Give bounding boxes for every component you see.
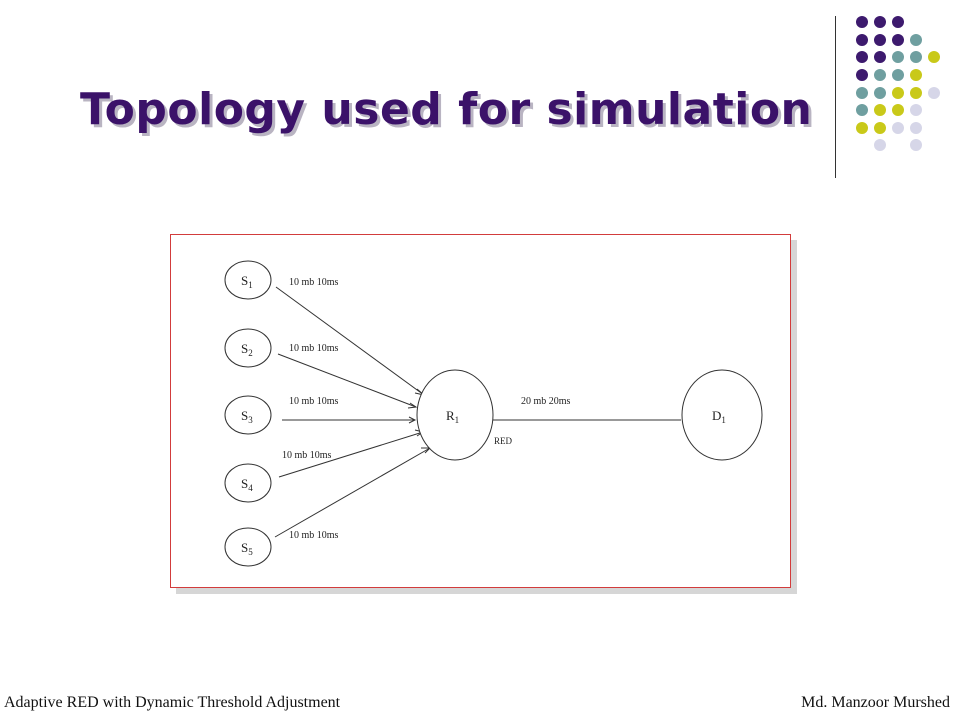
topology-diagram: S1 S2 S3 S4 S5 R1 D1 10 mb 10ms 10 mb 10… — [224, 260, 763, 567]
arrowhead — [408, 416, 417, 424]
link-label-s5: 10 mb 10ms — [289, 530, 339, 541]
node-r1-label: R1 — [446, 408, 459, 425]
dot — [910, 69, 922, 81]
dot — [910, 139, 922, 151]
link-label-r1-d1: 20 mb 20ms — [521, 396, 571, 407]
dot — [874, 16, 886, 28]
dot — [928, 87, 940, 99]
link-s4-r1 — [278, 431, 424, 478]
queue-label: RED — [494, 436, 513, 446]
dot — [892, 122, 904, 134]
dot — [874, 139, 886, 151]
link-label-s4: 10 mb 10ms — [282, 450, 332, 461]
node-s4 — [224, 463, 272, 503]
dot — [892, 16, 904, 28]
dot — [892, 34, 904, 46]
decorative-dot-grid — [856, 16, 940, 151]
dot — [892, 69, 904, 81]
link-s2-r1 — [277, 353, 417, 408]
dot — [910, 51, 922, 63]
dot — [874, 104, 886, 116]
node-s5-label: S5 — [241, 540, 253, 557]
dot — [856, 16, 868, 28]
dot — [874, 122, 886, 134]
link-label-s2: 10 mb 10ms — [289, 343, 339, 354]
dot — [892, 87, 904, 99]
dot — [892, 104, 904, 116]
dot — [892, 51, 904, 63]
dot — [856, 69, 868, 81]
footer-author: Md. Manzoor Murshed — [801, 694, 950, 711]
dot — [856, 51, 868, 63]
title-divider — [835, 16, 836, 178]
footer-presentation-title: Adaptive RED with Dynamic Threshold Adju… — [4, 694, 341, 711]
node-s2 — [224, 328, 272, 368]
link-s1-r1 — [275, 286, 425, 396]
arrowhead — [407, 402, 418, 409]
node-s3-label: S3 — [241, 408, 253, 425]
node-s1-label: S1 — [241, 273, 253, 290]
dot — [856, 104, 868, 116]
node-r1 — [416, 369, 494, 461]
dot — [856, 34, 868, 46]
node-s3 — [224, 395, 272, 435]
dot — [910, 87, 922, 99]
dot — [856, 122, 868, 134]
dot — [910, 104, 922, 116]
link-label-s3: 10 mb 10ms — [289, 396, 339, 407]
slide-title: Topology used for simulation — [80, 84, 813, 135]
node-s1 — [224, 260, 272, 300]
dot — [856, 87, 868, 99]
link-s5-r1 — [274, 447, 431, 538]
dot — [910, 34, 922, 46]
node-s5 — [224, 527, 272, 567]
dot — [874, 34, 886, 46]
topology-figure: S1 S2 S3 S4 S5 R1 D1 10 mb 10ms 10 mb 10… — [170, 234, 791, 588]
link-label-s1: 10 mb 10ms — [289, 277, 339, 288]
dot — [874, 51, 886, 63]
node-d1 — [681, 369, 763, 461]
dot — [874, 69, 886, 81]
dot — [910, 122, 922, 134]
dot — [928, 51, 940, 63]
node-s2-label: S2 — [241, 341, 253, 358]
node-d1-label: D1 — [712, 408, 726, 425]
dot — [874, 87, 886, 99]
node-s4-label: S4 — [241, 476, 253, 493]
